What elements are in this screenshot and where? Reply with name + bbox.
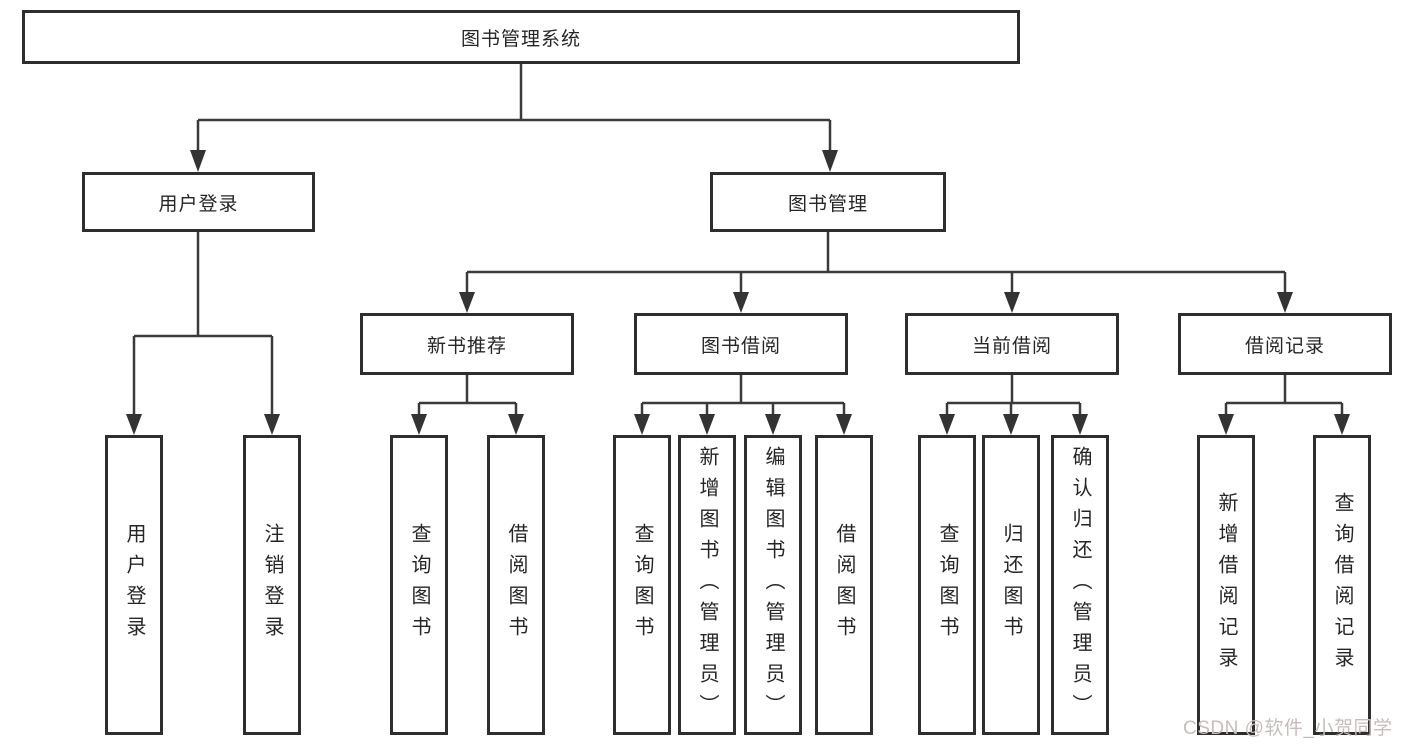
node-current-borrowing: 当前借阅 [905,313,1119,375]
node-book-management: 图书管理 [710,172,946,232]
leaf-borrow-books-recommend: 借阅图书 [487,435,545,735]
node-user-login: 用户登录 [82,172,315,232]
leaf-logout: 注销登录 [243,435,301,735]
leaf-query-borrow-record: 查询借阅记录 [1313,435,1371,735]
node-book-borrowing-label: 图书借阅 [700,335,781,357]
leaf-edit-books-admin-label: 编辑图书（管理员） [762,445,784,725]
node-book-management-label: 图书管理 [787,193,868,215]
node-current-borrowing-label: 当前借阅 [971,335,1052,357]
leaf-query-books-borrowing: 查询图书 [613,435,671,735]
node-book-borrowing: 图书借阅 [634,313,848,375]
node-new-book-recommendation-label: 新书推荐 [426,335,507,357]
node-borrowing-records: 借阅记录 [1178,313,1392,375]
node-user-login-label: 用户登录 [158,193,239,215]
leaf-borrow-books: 借阅图书 [815,435,873,735]
leaf-user-login-label: 用户登录 [123,523,145,647]
node-new-book-recommendation: 新书推荐 [360,313,574,375]
leaf-add-books-admin-label: 新增图书（管理员） [696,445,718,725]
node-borrowing-records-label: 借阅记录 [1244,335,1325,357]
leaf-borrow-books-label: 借阅图书 [833,523,855,647]
leaf-borrow-books-recommend-label: 借阅图书 [505,523,527,647]
leaf-edit-books-admin: 编辑图书（管理员） [744,435,802,735]
leaf-add-borrow-record: 新增借阅记录 [1197,435,1255,735]
leaf-query-books-recommend-label: 查询图书 [408,523,430,647]
leaf-return-books: 归还图书 [982,435,1040,735]
leaf-add-books-admin: 新增图书（管理员） [678,435,736,735]
csdn-watermark: CSDN @软件_小贺同学 [1183,718,1393,739]
leaf-confirm-return-admin-label: 确认归还（管理员） [1069,445,1091,725]
leaf-user-login: 用户登录 [105,435,163,735]
leaf-add-borrow-record-label: 新增借阅记录 [1215,492,1237,678]
node-root: 图书管理系统 [22,10,1020,64]
node-root-label: 图书管理系统 [460,28,581,50]
leaf-query-books-current: 查询图书 [918,435,976,735]
leaf-query-borrow-record-label: 查询借阅记录 [1331,492,1353,678]
leaf-query-books-borrowing-label: 查询图书 [631,523,653,647]
leaf-query-books-recommend: 查询图书 [390,435,448,735]
leaf-return-books-label: 归还图书 [1000,523,1022,647]
leaf-logout-label: 注销登录 [261,523,283,647]
leaf-confirm-return-admin: 确认归还（管理员） [1051,435,1109,735]
leaf-query-books-current-label: 查询图书 [936,523,958,647]
